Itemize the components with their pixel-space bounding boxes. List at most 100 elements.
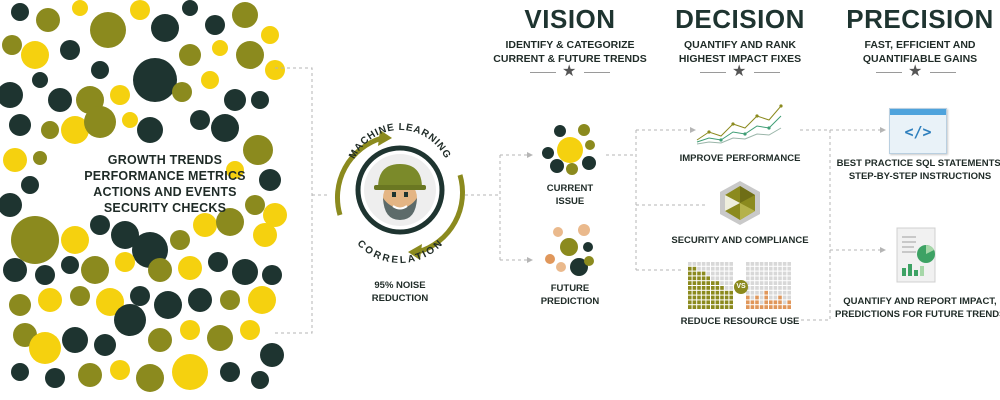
- data-bubble: [265, 60, 285, 80]
- data-bubble: [172, 82, 192, 102]
- cycle-arrow-left: [334, 135, 383, 216]
- data-bubble: [48, 88, 72, 112]
- data-bubble: [251, 371, 269, 389]
- star-icon: ★: [908, 63, 923, 80]
- data-bubble: [9, 294, 31, 316]
- data-bubble: [110, 360, 130, 380]
- future-prediction-label: FUTURE PREDICTION: [530, 283, 610, 308]
- data-bubble: [3, 148, 27, 172]
- data-bubble: [91, 61, 109, 79]
- noise-line-1: 95% NOISE: [374, 280, 426, 291]
- precision-sub-1: FAST, EFFICIENT AND: [864, 39, 976, 51]
- security-compliance-label: SECURITY AND COMPLIANCE: [671, 235, 809, 246]
- data-bubble: [2, 35, 22, 55]
- data-bubble: [251, 91, 269, 109]
- star-icon: ★: [732, 63, 747, 80]
- vs-badge: VS: [734, 280, 748, 294]
- decision-sub-2: HIGHEST IMPACT FIXES: [678, 53, 802, 65]
- quantify-report-label: QUANTIFY AND REPORT IMPACT, PREDICTIONS …: [835, 296, 1000, 321]
- data-bubble: [136, 364, 164, 392]
- data-bubble: [62, 327, 88, 353]
- precision-rule-right: [930, 72, 956, 73]
- future-line-1: FUTURE: [550, 283, 590, 294]
- noise-reduction-label: 95% NOISE REDUCTION: [348, 280, 452, 305]
- data-bubble: [3, 258, 27, 282]
- data-bubble: [130, 286, 150, 306]
- reduce-resource-label: REDUCE RESOURCE USE: [680, 316, 800, 327]
- data-bubble: [148, 328, 172, 352]
- data-bubble: [61, 256, 79, 274]
- data-bubble: [205, 15, 225, 35]
- data-sources-text: GROWTH TRENDS PERFORMANCE METRICS ACTION…: [70, 152, 260, 216]
- hexagon-shield-icon: [717, 180, 763, 226]
- decision-rule-left: [700, 72, 726, 73]
- data-bubble: [11, 216, 59, 264]
- data-bubble: [0, 82, 23, 108]
- decision-title: DECISION: [675, 4, 805, 34]
- data-bubble: [253, 223, 277, 247]
- current-line-2: ISSUE: [555, 195, 585, 207]
- data-bubble: [216, 208, 244, 236]
- data-bubble: [33, 151, 47, 165]
- data-bubble: [259, 169, 281, 191]
- data-bubble: [207, 325, 233, 351]
- data-bubble: [245, 195, 265, 215]
- data-bubble: [9, 114, 31, 136]
- data-source-actions-events: ACTIONS AND EVENTS: [93, 185, 237, 199]
- quantify-report-line-1: QUANTIFY AND REPORT IMPACT,: [843, 296, 997, 307]
- data-bubble: [232, 259, 258, 285]
- data-bubble: [188, 288, 212, 312]
- data-bubble: [208, 252, 228, 272]
- data-bubble: [21, 41, 49, 69]
- future-line-2: PREDICTION: [540, 295, 600, 307]
- data-bubble: [226, 161, 244, 179]
- data-bubble: [211, 114, 239, 142]
- vision-sub-2: CURRENT & FUTURE TRENDS: [493, 53, 647, 65]
- precision-title: PRECISION: [846, 4, 994, 34]
- data-bubble: [248, 286, 276, 314]
- data-bubble: [32, 72, 48, 88]
- data-bubble: [38, 288, 62, 312]
- noise-line-2: REDUCTION: [371, 292, 429, 304]
- data-bubble: [110, 85, 130, 105]
- current-line-1: CURRENT: [546, 183, 594, 194]
- ml-bottom-label: CORRELATION: [355, 238, 445, 266]
- best-practice-line-1: BEST PRACTICE SQL STATEMENTS,: [836, 158, 1000, 169]
- data-bubble: [170, 230, 190, 250]
- data-bubble: [180, 320, 200, 340]
- data-bubble: [70, 286, 90, 306]
- data-bubble: [261, 26, 279, 44]
- data-bubble: [61, 226, 89, 254]
- data-bubble: [115, 252, 135, 272]
- svg-text:MACHINE LEARNING: MACHINE LEARNING: [347, 122, 453, 161]
- data-bubble: [29, 332, 61, 364]
- data-bubble: [84, 106, 116, 138]
- bar-grid-icon: [688, 260, 792, 312]
- data-bubble: [114, 304, 146, 336]
- precision-subtitle: FAST, EFFICIENT AND QUANTIFIABLE GAINS: [835, 38, 1000, 66]
- data-bubble: [41, 121, 59, 139]
- ml-top-label: MACHINE LEARNING: [347, 122, 452, 161]
- data-source-growth-trends: GROWTH TRENDS: [107, 153, 223, 167]
- improve-performance-label: IMPROVE PERFORMANCE: [679, 153, 801, 164]
- data-bubble: [240, 320, 260, 340]
- data-bubble: [133, 58, 177, 102]
- data-bubble: [178, 256, 202, 280]
- data-bubble: [243, 135, 273, 165]
- data-bubble: [201, 71, 219, 89]
- data-bubble: [45, 368, 65, 388]
- helmet-character-icon: [364, 154, 436, 226]
- quantify-report-line-2: PREDICTIONS FOR FUTURE TRENDS: [835, 308, 1000, 320]
- data-bubble: [78, 363, 102, 387]
- data-bubble: [154, 291, 182, 319]
- data-source-performance-metrics: PERFORMANCE METRICS: [84, 169, 246, 183]
- data-bubble: [148, 258, 172, 282]
- current-issue-label: CURRENT ISSUE: [530, 183, 610, 208]
- star-icon: ★: [562, 63, 577, 80]
- data-bubble: [232, 2, 258, 28]
- data-bubble: [151, 14, 179, 42]
- data-bubble: [224, 89, 246, 111]
- code-glyph: </>: [904, 123, 932, 141]
- data-bubble: [90, 215, 110, 235]
